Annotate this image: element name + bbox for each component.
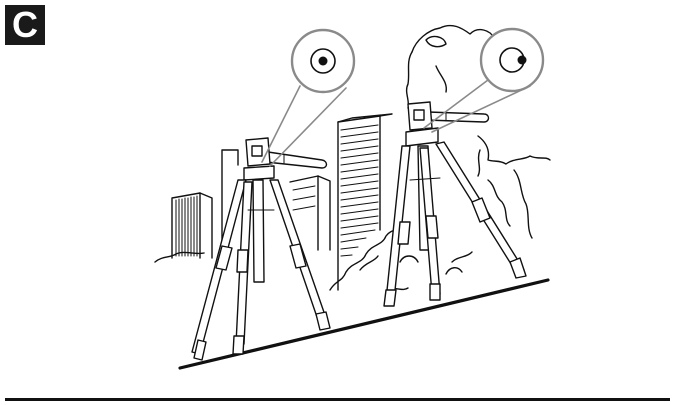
left-building (172, 193, 212, 258)
bottom-rule (5, 398, 670, 401)
sloped-ground-line (180, 280, 548, 368)
skyscraper (338, 114, 392, 290)
right-tripod (384, 102, 526, 306)
left-bubble-level-callout (262, 30, 354, 166)
